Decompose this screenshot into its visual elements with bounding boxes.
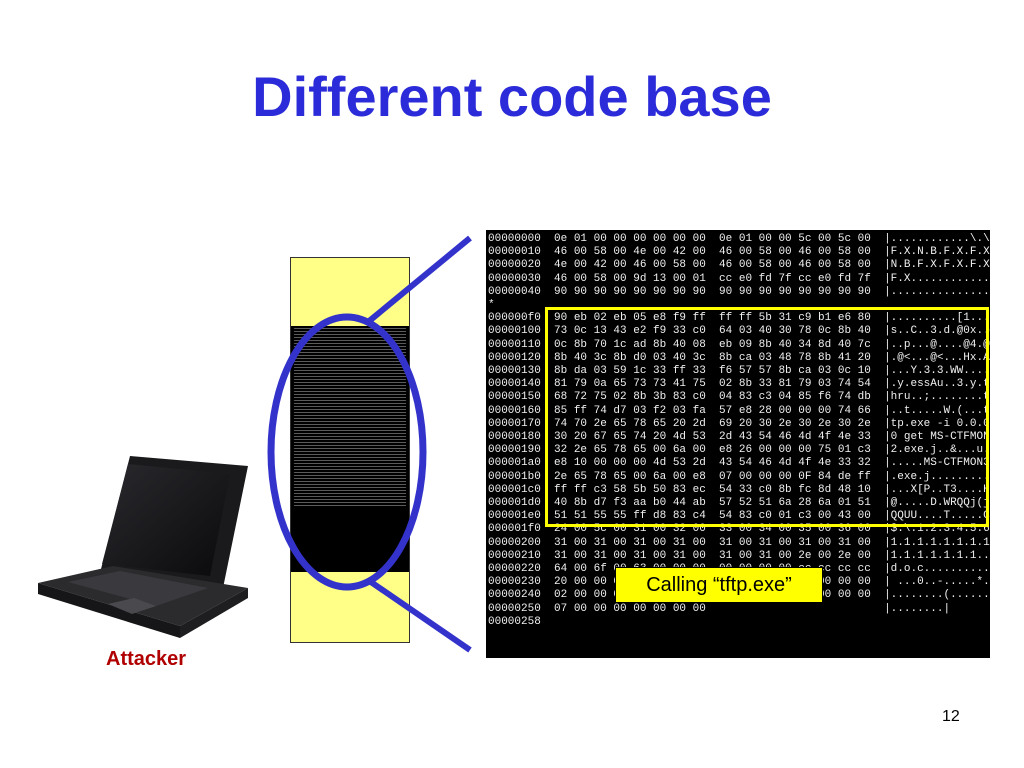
packet-dump-line (294, 382, 406, 383)
packet-dump-line (294, 499, 406, 500)
packet-dump-line (294, 361, 406, 362)
callout-box: Calling “tftp.exe” (615, 567, 823, 603)
packet-dump-line (294, 433, 406, 434)
packet-dump-line (294, 412, 406, 413)
packet-dump-line (294, 346, 406, 347)
packet-dump-line (294, 400, 406, 401)
packet-dump-line (294, 430, 406, 431)
attacker-label: Attacker (106, 648, 187, 670)
packet-dump-line (294, 454, 406, 455)
packet-dump-line (294, 478, 406, 479)
packet-dump-line (294, 442, 406, 443)
page-number: 12 (942, 708, 960, 725)
packet-dump-line (294, 439, 406, 440)
packet-dump-line (294, 427, 406, 428)
packet-dump-line (294, 493, 406, 494)
hex-dump-text: 00000000 0e 01 00 00 00 00 00 00 0e 01 0… (488, 233, 990, 628)
shellcode-highlight-box (545, 307, 989, 527)
packet-dump-line (294, 436, 406, 437)
packet-dump-line (294, 376, 406, 377)
packet-dump-line (294, 334, 406, 335)
packet-dump-line (294, 472, 406, 473)
packet-dump-line (294, 394, 406, 395)
packet-dump-line (294, 367, 406, 368)
slide-title: Different code base (252, 65, 772, 128)
packet-dump-line (294, 352, 406, 353)
packet-dump-line (294, 496, 406, 497)
packet-dump-line (294, 448, 406, 449)
packet-dump-line (294, 490, 406, 491)
packet-dump-line (294, 421, 406, 422)
packet-dump-line (294, 328, 406, 329)
packet-dump-line (294, 424, 406, 425)
packet-dump-line (294, 349, 406, 350)
packet-dump-line (294, 505, 406, 506)
packet-dump-line (294, 358, 406, 359)
packet-dump-line (294, 502, 406, 503)
packet-dump-line (294, 373, 406, 374)
packet-dump-line (294, 406, 406, 407)
packet-dump-line (294, 487, 406, 488)
packet-dump-preview (291, 326, 409, 572)
packet-dump-line (294, 403, 406, 404)
packet-dump-line (294, 418, 406, 419)
packet-dump-line (294, 391, 406, 392)
hex-dump-panel: 00000000 0e 01 00 00 00 00 00 00 0e 01 0… (486, 230, 990, 658)
packet-dump-line (294, 343, 406, 344)
packet-dump-line (294, 457, 406, 458)
packet-dump-line (294, 379, 406, 380)
packet-dump-line (294, 355, 406, 356)
packet-dump-line (294, 415, 406, 416)
packet-dump-line (294, 466, 406, 467)
packet-dump-line (294, 445, 406, 446)
packet-dump-line (294, 475, 406, 476)
packet-dump-line (294, 484, 406, 485)
packet-dump-line (294, 469, 406, 470)
laptop-icon (38, 456, 248, 638)
packet-dump-line (294, 331, 406, 332)
packet-dump-line (294, 451, 406, 452)
packet-dump-line (294, 460, 406, 461)
packet-dump-line (294, 463, 406, 464)
packet-dump-line (294, 340, 406, 341)
packet-dump-line (294, 388, 406, 389)
packet-thumbnail (290, 257, 410, 643)
packet-dump-line (294, 409, 406, 410)
packet-dump-line (294, 385, 406, 386)
packet-dump-line (294, 481, 406, 482)
packet-dump-line (294, 370, 406, 371)
packet-dump-line (294, 364, 406, 365)
packet-dump-line (294, 397, 406, 398)
packet-dump-line (294, 337, 406, 338)
